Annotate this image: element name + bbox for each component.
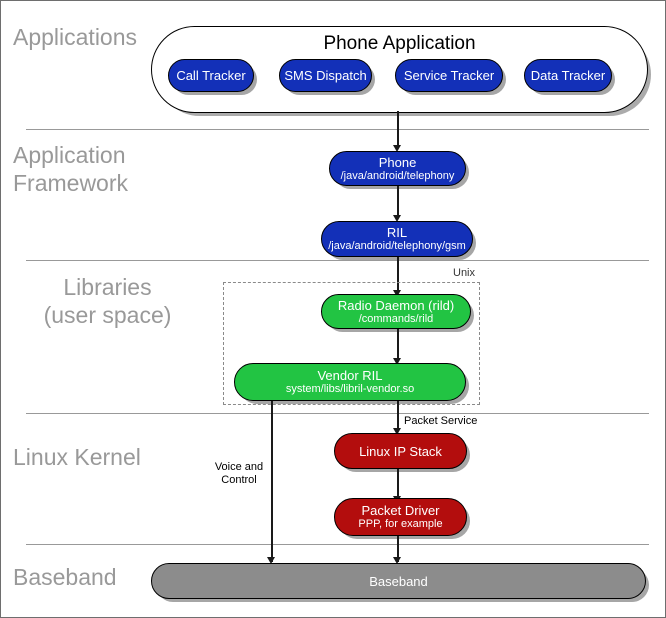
node-linux-ip-stack[interactable]: Linux IP Stack bbox=[334, 433, 467, 469]
node-baseband[interactable]: Baseband bbox=[151, 563, 646, 599]
arrowhead-packet-driver-to-baseband bbox=[393, 557, 401, 564]
node-baseband-title: Baseband bbox=[369, 573, 428, 589]
connector-apps-to-phone bbox=[397, 111, 399, 148]
layer-label-libraries: Libraries (user space) bbox=[43, 274, 172, 328]
connector-ril-to-radio-daemon bbox=[397, 257, 399, 293]
node-ril[interactable]: RIL /java/android/telephony/gsm bbox=[321, 221, 473, 257]
layer-divider-application-framework bbox=[26, 260, 649, 261]
layer-label-application-framework: Application Framework bbox=[13, 142, 129, 196]
arrowhead-voice-control-to-baseband bbox=[267, 557, 275, 564]
node-phone[interactable]: Phone /java/android/telephony bbox=[329, 151, 466, 186]
app-sms-dispatch[interactable]: SMS Dispatch bbox=[279, 59, 372, 92]
connector-phone-to-ril bbox=[397, 186, 399, 217]
node-linux-ip-stack-title: Linux IP Stack bbox=[359, 443, 442, 459]
layer-label-baseband: Baseband bbox=[13, 564, 117, 590]
node-ril-subtitle: /java/android/telephony/gsm bbox=[328, 240, 466, 252]
phone-application-title: Phone Application bbox=[323, 33, 476, 54]
arrowhead-phone-to-ril bbox=[393, 215, 401, 222]
node-packet-driver-title: Packet Driver bbox=[361, 503, 440, 518]
arrowhead-radio-daemon-to-vendor-ril bbox=[393, 358, 401, 365]
node-vendor-ril-subtitle: system/libs/libril-vendor.so bbox=[285, 383, 415, 395]
connector-voice-control-to-baseband bbox=[271, 401, 273, 562]
group-label-unix: Unix bbox=[453, 267, 476, 279]
node-radio-daemon-title: Radio Daemon (rild) bbox=[337, 297, 455, 313]
node-phone-title: Phone bbox=[378, 154, 417, 170]
node-radio-daemon[interactable]: Radio Daemon (rild) /commands/rild bbox=[321, 294, 471, 329]
layer-label-linux-kernel: Linux Kernel bbox=[13, 444, 141, 470]
connector-vendor-ril-to-linux-ip-stack bbox=[397, 401, 399, 431]
connector-packet-driver-to-baseband bbox=[397, 536, 399, 562]
edge-label-packet-service: Packet Service bbox=[404, 415, 478, 427]
layer-divider-libraries bbox=[26, 413, 649, 414]
node-phone-subtitle: /java/android/telephony bbox=[340, 169, 455, 182]
app-service-tracker[interactable]: Service Tracker bbox=[395, 59, 503, 92]
layer-divider-applications bbox=[26, 129, 649, 130]
edge-label-voice-and-control: Voice and Control bbox=[214, 461, 264, 486]
arrowhead-vendor-ril-to-linux-ip-stack bbox=[393, 428, 401, 435]
arrowhead-ril-to-radio-daemon bbox=[393, 290, 401, 297]
group-box-unix bbox=[223, 282, 480, 405]
app-call-tracker[interactable]: Call Tracker bbox=[168, 59, 254, 92]
node-packet-driver[interactable]: Packet Driver PPP, for example bbox=[334, 498, 467, 536]
connector-linux-ip-stack-to-packet-driver bbox=[397, 469, 399, 499]
layer-label-applications: Applications bbox=[13, 24, 138, 50]
connector-radio-daemon-to-vendor-ril bbox=[397, 329, 399, 361]
arrowhead-apps-to-phone bbox=[393, 145, 401, 152]
app-data-tracker[interactable]: Data Tracker bbox=[524, 59, 612, 92]
node-radio-daemon-subtitle: /commands/rild bbox=[358, 312, 434, 325]
node-ril-title: RIL bbox=[386, 225, 408, 240]
node-vendor-ril[interactable]: Vendor RIL system/libs/libril-vendor.so bbox=[234, 363, 466, 401]
node-packet-driver-subtitle: PPP, for example bbox=[358, 518, 443, 530]
node-vendor-ril-title: Vendor RIL bbox=[317, 368, 383, 383]
layer-divider-linux-kernel bbox=[26, 544, 649, 545]
